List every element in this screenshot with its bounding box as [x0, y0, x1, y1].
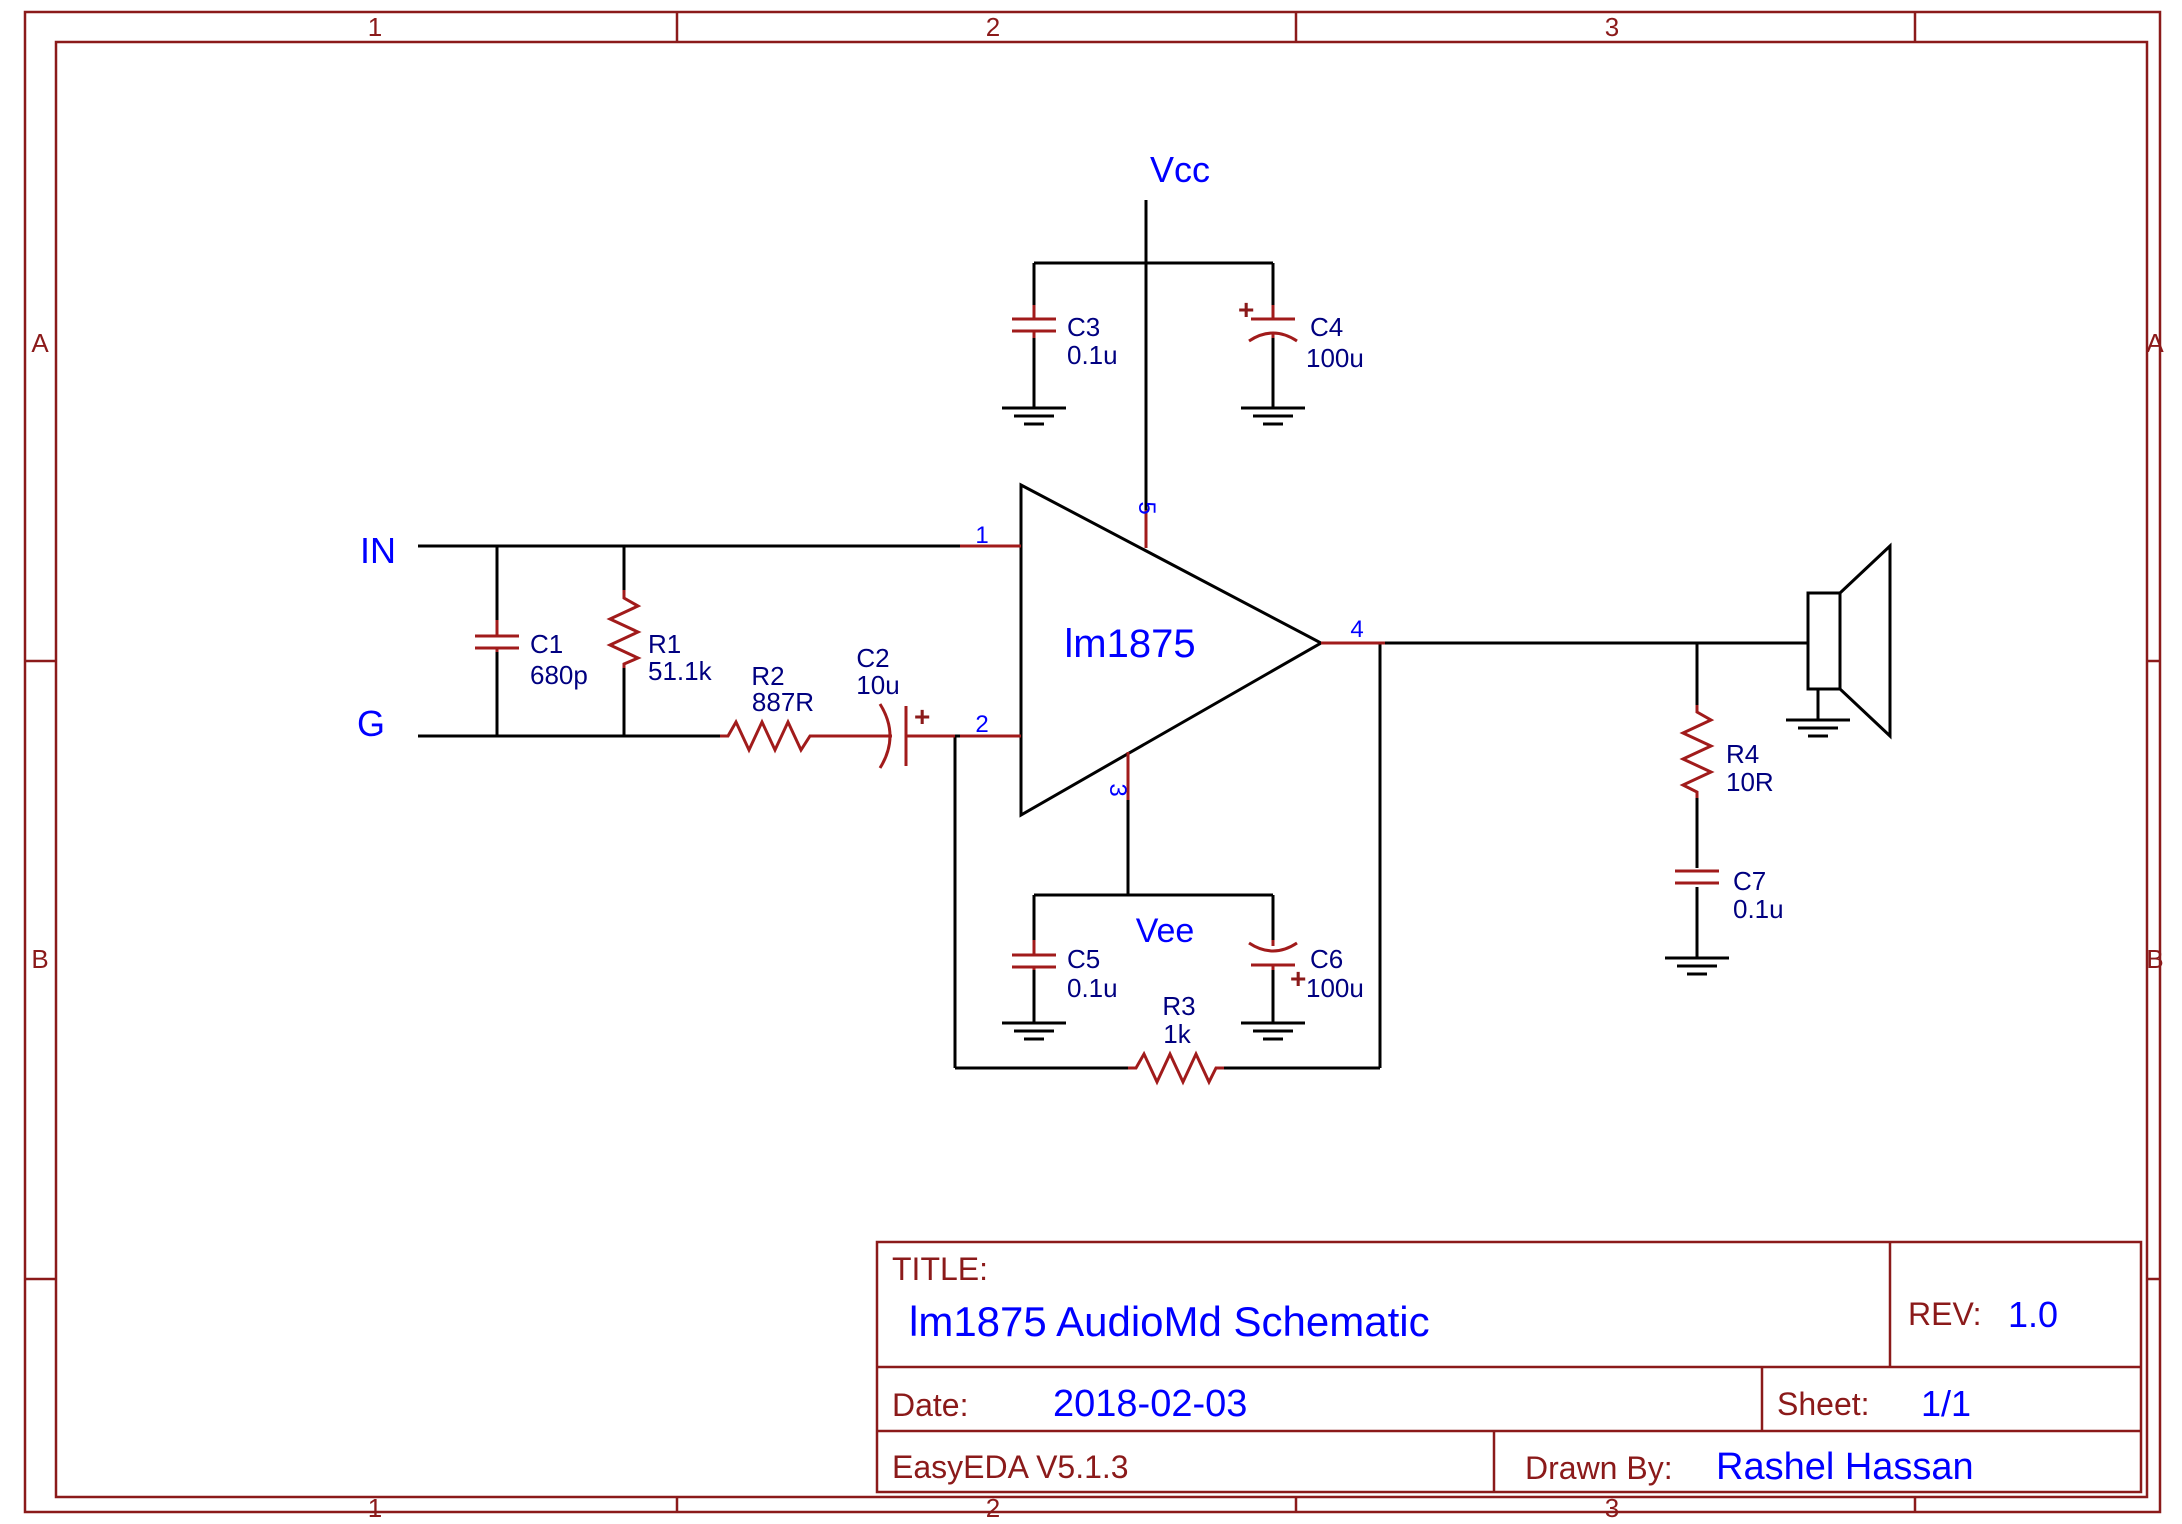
c1-ref: C1: [530, 629, 563, 659]
r1-value: 51.1k: [648, 656, 713, 686]
column-label-bottom-1: 1: [368, 1493, 382, 1523]
row-label-right-a: A: [2146, 328, 2164, 358]
pin-5-label: 5: [1133, 501, 1160, 514]
ground-icon: [1241, 1021, 1305, 1041]
resistor-r1: R1 51.1k: [606, 590, 713, 686]
resistor-r4: R4 10R: [1679, 705, 1774, 798]
date-value: 2018-02-03: [1053, 1383, 1247, 1425]
rev-value: 1.0: [2008, 1294, 2058, 1335]
ground-icon: [1665, 956, 1729, 976]
tool-label: EasyEDA V5.1.3: [892, 1449, 1129, 1485]
r3-ref: R3: [1162, 991, 1195, 1021]
speaker-icon: [1806, 542, 1892, 740]
c3-ref: C3: [1067, 312, 1100, 342]
ground-icon: [1786, 688, 1850, 738]
net-labels: Vcc Vee IN G: [357, 149, 1210, 950]
resistor-r2: R2 887R: [720, 661, 880, 754]
capacitor-c2: + C2 10u: [856, 643, 955, 769]
c2-polarity-mark: +: [914, 701, 930, 732]
r2-ref: R2: [751, 661, 784, 691]
net-label-vcc: Vcc: [1150, 149, 1210, 190]
c7-ref: C7: [1733, 866, 1766, 896]
c4-polarity-mark: +: [1238, 294, 1254, 325]
pin-3-label: 3: [1104, 783, 1131, 796]
capacitor-c1: C1 680p: [475, 620, 588, 690]
net-label-g: G: [357, 703, 385, 744]
c2-ref: C2: [856, 643, 889, 673]
schematic-title: lm1875 AudioMd Schematic: [909, 1298, 1430, 1345]
resistor-r3: R3 1k: [1128, 991, 1224, 1086]
c4-value: 100u: [1306, 343, 1364, 373]
net-label-in: IN: [360, 530, 396, 571]
c1-value: 680p: [530, 660, 588, 690]
column-label-top-1: 1: [368, 12, 382, 42]
r4-value: 10R: [1726, 767, 1774, 797]
r3-value: 1k: [1163, 1019, 1191, 1049]
drawn-by-label: Drawn By:: [1525, 1450, 1673, 1486]
date-label: Date:: [892, 1387, 968, 1423]
row-label-left-a: A: [31, 328, 49, 358]
ground-icon: [1002, 406, 1066, 426]
capacitor-c5: C5 0.1u: [1012, 940, 1118, 1003]
c4-ref: C4: [1310, 312, 1343, 342]
r1-ref: R1: [648, 629, 681, 659]
column-label-bottom-3: 3: [1605, 1493, 1619, 1523]
capacitor-c4: + C4 100u: [1238, 294, 1364, 373]
ground-symbols: [1002, 406, 1850, 1041]
r2-value: 887R: [752, 687, 814, 717]
c6-ref: C6: [1310, 944, 1343, 974]
ic-lm1875: lm1875 1 2 4 5 3: [960, 482, 1385, 818]
title-label: TITLE:: [892, 1251, 988, 1287]
c5-ref: C5: [1067, 944, 1100, 974]
row-label-right-b: B: [2146, 944, 2163, 974]
drawing-frame: [23, 10, 2162, 1514]
frame-labels: 1 2 3 1 2 3 A B A B: [31, 12, 2164, 1523]
c3-value: 0.1u: [1067, 340, 1118, 370]
r4-ref: R4: [1726, 739, 1759, 769]
title-block: TITLE: lm1875 AudioMd Schematic REV: 1.0…: [875, 1240, 2143, 1494]
c2-value: 10u: [856, 670, 899, 700]
c5-value: 0.1u: [1067, 973, 1118, 1003]
c7-value: 0.1u: [1733, 894, 1784, 924]
pin-2-label: 2: [975, 711, 988, 738]
sheet-label: Sheet:: [1777, 1386, 1870, 1422]
column-label-top-3: 3: [1605, 12, 1619, 42]
pin-4-label: 4: [1350, 616, 1363, 643]
row-label-left-b: B: [31, 944, 48, 974]
sheet-value: 1/1: [1921, 1383, 1971, 1424]
c6-value: 100u: [1306, 973, 1364, 1003]
capacitor-c6: + C6 100u: [1248, 940, 1364, 1003]
c6-polarity-mark: +: [1290, 963, 1306, 994]
capacitor-c7: C7 0.1u: [1675, 866, 1784, 924]
ic-label: lm1875: [1064, 622, 1195, 666]
pin-1-label: 1: [975, 522, 988, 549]
drawn-by-value: Rashel Hassan: [1716, 1446, 1974, 1488]
ground-icon: [1241, 406, 1305, 426]
net-label-vee: Vee: [1136, 912, 1195, 950]
capacitor-c3: C3 0.1u: [1012, 305, 1118, 370]
column-label-top-2: 2: [986, 12, 1000, 42]
rev-label: REV:: [1908, 1296, 1982, 1332]
column-label-bottom-2: 2: [986, 1493, 1000, 1523]
wires: [418, 200, 1808, 1070]
ground-icon: [1002, 1021, 1066, 1041]
